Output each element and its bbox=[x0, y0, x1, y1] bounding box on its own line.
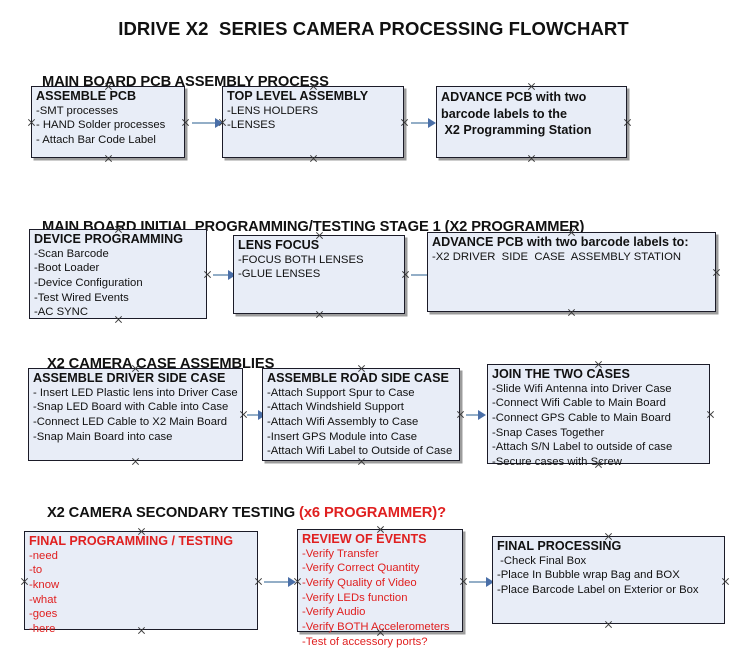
box-line: - Insert LED Plastic lens into Driver Ca… bbox=[33, 386, 238, 399]
box-line: -need bbox=[29, 549, 58, 562]
connector-arrow bbox=[469, 581, 487, 583]
section-heading-4: X2 CAMERA SECONDARY TESTING (x6 PROGRAMM… bbox=[31, 489, 446, 537]
box-title: ASSEMBLE PCB bbox=[36, 89, 137, 103]
process-box-advance-pcb-station[interactable]: ADVANCE PCB with two barcode labels to t… bbox=[436, 86, 627, 158]
box-title: JOIN THE TWO CASES bbox=[492, 367, 630, 381]
box-title: FINAL PROCESSING bbox=[497, 539, 622, 553]
box-line: -Device Configuration bbox=[34, 276, 143, 289]
box-line: ADVANCE PCB with two bbox=[441, 90, 587, 104]
box-line: -Snap Cases Together bbox=[492, 426, 605, 439]
box-line: -X2 DRIVER SIDE CASE ASSEMBLY STATION bbox=[432, 250, 682, 263]
process-box-assemble-driver-side-case[interactable]: ASSEMBLE DRIVER SIDE CASE - Insert LED P… bbox=[28, 368, 243, 461]
box-line: -know bbox=[29, 578, 60, 591]
box-title: TOP LEVEL ASSEMBLY bbox=[227, 89, 369, 103]
box-line: -here bbox=[29, 622, 56, 635]
connector-arrow bbox=[264, 581, 289, 583]
process-box-join-the-two-cases[interactable]: JOIN THE TWO CASES -Slide Wifi Antenna i… bbox=[487, 364, 710, 468]
box-line: -to bbox=[29, 564, 43, 577]
box-line: -GLUE LENSES bbox=[238, 268, 321, 281]
box-line: - Attach Bar Code Label bbox=[36, 133, 156, 146]
process-box-assemble-pcb[interactable]: ASSEMBLE PCB -SMT processes - HAND Solde… bbox=[31, 86, 185, 158]
box-line: -Scan Barcode bbox=[34, 247, 109, 260]
box-line: -SMT processes bbox=[36, 104, 119, 117]
process-box-device-programming[interactable]: DEVICE PROGRAMMING -Scan Barcode -Boot L… bbox=[29, 229, 207, 319]
box-line: -Attach Wifi Assembly to Case bbox=[267, 415, 419, 428]
box-line: -Verify Correct Quantity bbox=[302, 562, 420, 575]
box-line: -Test Wired Events bbox=[34, 291, 129, 304]
box-line: -Secure cases with Screw bbox=[492, 455, 622, 468]
box-line: -Place Barcode Label on Exterior or Box bbox=[497, 583, 699, 596]
process-box-review-of-events[interactable]: REVIEW OF EVENTS -Verify Transfer -Verif… bbox=[297, 529, 463, 648]
box-line: barcode labels to the bbox=[441, 106, 567, 121]
process-box-lens-focus[interactable]: LENS FOCUS -FOCUS BOTH LENSES -GLUE LENS… bbox=[233, 235, 405, 314]
box-line: -Boot Loader bbox=[34, 262, 100, 275]
box-line: -Snap Main Board into case bbox=[33, 430, 173, 443]
box-line-overflow: -Test of accessory ports? bbox=[302, 635, 428, 648]
box-line: -Slide Wifi Antenna into Driver Case bbox=[492, 382, 672, 395]
box-line: -LENSES bbox=[227, 119, 276, 132]
box-line: -Place In Bubble wrap Bag and BOX bbox=[497, 569, 680, 582]
box-line: -Attach Support Spur to Case bbox=[267, 386, 415, 399]
connector-arrow bbox=[411, 122, 429, 124]
box-line: -AC SYNC bbox=[34, 306, 88, 319]
box-line: -Connect LED Cable to X2 Main Board bbox=[33, 415, 228, 428]
connector-arrow bbox=[466, 414, 479, 416]
connector-arrow bbox=[411, 274, 429, 276]
process-box-final-processing[interactable]: FINAL PROCESSING -Check Final Box -Place… bbox=[492, 536, 725, 624]
box-line: -Insert GPS Module into Case bbox=[267, 430, 418, 443]
box-line: -Attach Wifi Label to Outside of Case bbox=[267, 445, 453, 458]
section-heading-4-accent: (x6 PROGRAMMER)? bbox=[299, 505, 446, 521]
box-line: X2 Programming Station bbox=[441, 123, 592, 138]
box-line: -Connect GPS Cable to Main Board bbox=[492, 411, 671, 424]
box-line: -goes bbox=[29, 608, 58, 621]
box-line: -Verify Quality of Video bbox=[302, 576, 417, 589]
box-line: -Attach Windshield Support bbox=[267, 401, 404, 414]
box-line: -FOCUS BOTH LENSES bbox=[238, 253, 364, 266]
box-title: FINAL PROGRAMMING / TESTING bbox=[29, 534, 234, 548]
box-line: - HAND Solder processes bbox=[36, 119, 166, 132]
box-line: -what bbox=[29, 593, 57, 606]
process-box-advance-pcb-driver-side[interactable]: ADVANCE PCB with two barcode labels to: … bbox=[427, 232, 716, 312]
box-title: REVIEW OF EVENTS bbox=[302, 532, 427, 546]
box-line: -Check Final Box bbox=[497, 554, 587, 567]
process-box-final-programming-testing[interactable]: FINAL PROGRAMMING / TESTING -need -to -k… bbox=[24, 531, 258, 635]
box-title: LENS FOCUS bbox=[238, 238, 320, 252]
connector-arrow bbox=[247, 414, 259, 416]
page-title: IDRIVE X2 SERIES CAMERA PROCESSING FLOWC… bbox=[118, 18, 629, 39]
process-box-top-level-assembly[interactable]: TOP LEVEL ASSEMBLY -LENS HOLDERS -LENSES bbox=[222, 86, 404, 158]
box-title: DEVICE PROGRAMMING bbox=[34, 232, 184, 246]
process-box-assemble-road-side-case[interactable]: ASSEMBLE ROAD SIDE CASE -Attach Support … bbox=[262, 368, 460, 461]
box-title: ASSEMBLE DRIVER SIDE CASE bbox=[33, 371, 226, 385]
box-line: -Snap LED Board with Cable into Case bbox=[33, 401, 229, 414]
box-line: -Attach S/N Label to outside of case bbox=[492, 441, 673, 454]
box-line: -Verify BOTH Accelerometers bbox=[302, 620, 450, 633]
box-title: ADVANCE PCB with two barcode labels to: bbox=[432, 235, 689, 249]
box-line: -Connect Wifi Cable to Main Board bbox=[492, 397, 666, 410]
box-title: ASSEMBLE ROAD SIDE CASE bbox=[267, 371, 449, 385]
section-heading-4-text: X2 CAMERA SECONDARY TESTING bbox=[46, 505, 300, 521]
box-line: -LENS HOLDERS bbox=[227, 104, 319, 117]
box-line: -Verify Audio bbox=[302, 606, 366, 619]
connector-arrow bbox=[192, 122, 216, 124]
box-line: -Verify LEDs function bbox=[302, 591, 408, 604]
box-line: -Verify Transfer bbox=[302, 547, 379, 560]
connector-arrow bbox=[213, 274, 229, 276]
